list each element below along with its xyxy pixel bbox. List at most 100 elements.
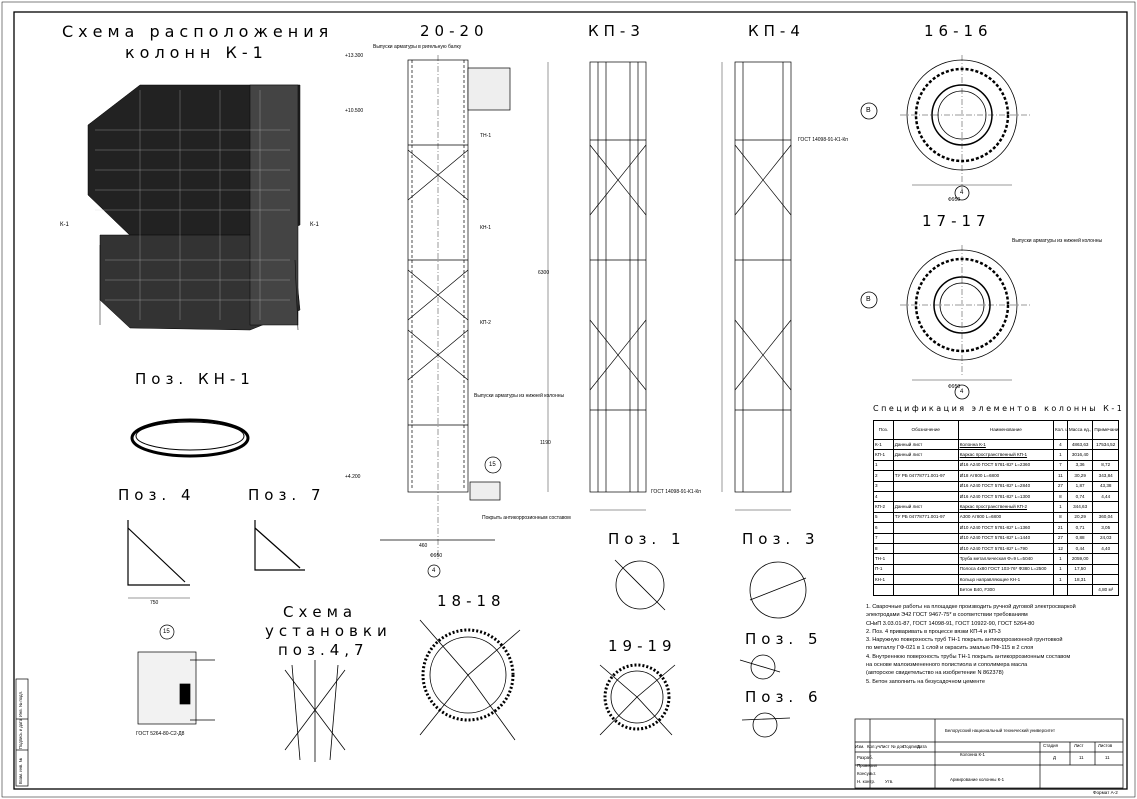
left-stamp-sidebar: Инв. № подл. Подпись и дата Взам. инв. №	[16, 679, 28, 786]
note-line: по металлу ГФ-021 в 1 слой и окрасить эм…	[866, 645, 1034, 652]
format-label: Формат А-2	[1093, 790, 1118, 795]
spec-cell: 17,50	[1066, 563, 1094, 576]
spec-cell: Труба металлическая Ф=9 L=5040	[957, 553, 1054, 565]
spec-cell: Данный лист	[892, 438, 959, 451]
scheme-title-line2: колонн К-1	[125, 43, 268, 62]
spec-header-cell: Наименование	[957, 420, 1054, 440]
stamp-sheets: 11	[1105, 755, 1110, 760]
tn1-label: ТН-1	[480, 133, 492, 139]
note-line: 1. Сварочные работы на площадке производ…	[866, 604, 1076, 610]
spec-cell	[1092, 449, 1119, 461]
spec-cell: 0,74	[1066, 490, 1094, 503]
spec-cell: Ø16 А240 ГОСТ 5781-82* L=1300	[957, 490, 1054, 503]
spec-cell	[1052, 584, 1068, 596]
pos5-title: Поз. 5	[745, 630, 823, 648]
spec-cell: КН-1	[873, 574, 894, 586]
dim-460: 460	[419, 543, 428, 549]
spec-cell: Ø10 А240 ГОСТ 5781-82* L=1440	[957, 532, 1054, 544]
spec-cell: Ø16 А240 ГОСТ 5781-82* L=2840	[957, 480, 1054, 492]
dim-950-a: Ф950	[948, 197, 961, 203]
spec-cell	[1066, 584, 1094, 596]
note-line: СНиП 3.03.01-87, ГОСТ 14098-91, ГОСТ 109…	[866, 620, 1035, 627]
k1-left-label: К-1	[60, 222, 69, 228]
spec-cell: 3016,40	[1066, 449, 1094, 461]
kp4-title: КП-4	[748, 22, 805, 40]
kp2-label: КП-2	[480, 320, 491, 326]
spec-cell: 1	[873, 459, 894, 472]
gost-kp3: ГОСТ 14098-91-К1-Кп	[651, 489, 701, 495]
spec-cell	[892, 574, 959, 586]
node-15-label-b: 15	[163, 629, 170, 635]
note-line: электродами Э42 ГОСТ 9467-75* в соответс…	[866, 612, 1028, 619]
inner-frame	[13, 11, 1128, 790]
spec-cell: 4,80 м³	[1092, 584, 1119, 596]
dim-950-b: Ф950	[948, 384, 961, 390]
note-line: 3. Наружную поверхность труб ТН-1 покрыт…	[866, 637, 1063, 644]
spec-header-cell: Масса ед., кг	[1066, 420, 1094, 440]
spec-cell: 3,36	[1066, 459, 1094, 472]
spec-cell: Ø10 А240 ГОСТ 5781-82* L=1360	[957, 522, 1054, 534]
stamp-role-1: Разраб.	[857, 755, 873, 760]
column-3d-wireframe	[87, 84, 301, 331]
spec-cell: 343,84	[1092, 470, 1119, 482]
k1-right-label: К-1	[310, 222, 319, 228]
elev-mid: +10.500	[345, 108, 364, 114]
spec-cell	[892, 553, 959, 565]
spec-cell	[892, 563, 959, 576]
spec-title: Спецификация элементов колонны К-1	[873, 404, 1125, 413]
note-line: (авторское свидетельство на изобретение …	[866, 670, 1004, 677]
spec-cell: 11	[1052, 470, 1068, 482]
spec-cell: Каркас пространственный КП-2	[957, 501, 1054, 513]
install-scheme-bars	[284, 660, 346, 762]
spec-cell: Ø10 А240 ГОСТ 5781-82* L=790	[957, 542, 1054, 555]
spec-header-cell: Примечание	[1092, 420, 1119, 440]
stamp-drawing: Армирование колонны К-1	[950, 777, 1005, 782]
spec-cell: 3,05	[1092, 522, 1119, 534]
spec-cell: 4	[873, 490, 894, 503]
title-block: Белорусский национальный технический уни…	[855, 719, 1123, 788]
scheme-title-line1: Схема расположения	[62, 22, 334, 41]
kp3-title: КП-3	[588, 22, 645, 40]
spec-cell: 1	[1052, 574, 1068, 586]
spec-table: Поз. Обозначение Наименование Кол. шт. М…	[873, 420, 1119, 596]
stamp-grid	[854, 718, 1124, 789]
pos-7-bracket	[254, 520, 305, 571]
spec-cell: КП-2	[873, 501, 894, 513]
spec-cell: 344,63	[1066, 501, 1094, 513]
spec-cell: 1	[1052, 553, 1068, 565]
spec-cell: ТУ РБ 04778771.001-97	[892, 470, 959, 482]
spec-header-cell: Обозначение	[892, 420, 959, 440]
spec-cell	[1092, 563, 1119, 576]
spec-cell: 12	[1052, 542, 1068, 555]
sidebar-vzam-inv: Взам. инв. №	[18, 758, 23, 784]
elev-low: +4.200	[345, 474, 361, 480]
spec-cell: 0,88	[1066, 532, 1094, 544]
spec-cell: 1	[1052, 501, 1068, 513]
note-line: на основе малоизмененного полистиола и с…	[866, 662, 1028, 669]
pos3-title: Поз. 3	[742, 530, 820, 548]
spec-cell: 3	[873, 480, 894, 492]
node-15-label-a: 15	[489, 462, 496, 468]
gost-node: ГОСТ 5264-80-С2-Д8	[136, 731, 185, 737]
cover-note: Покрыть антикоррозионным составом	[482, 515, 571, 521]
spec-cell	[892, 532, 959, 544]
spec-cell: Полоса 4х80 ГОСТ 103-76* Ф380 L=2500	[957, 563, 1054, 576]
stamp-role-4: Н. контр.	[857, 779, 876, 784]
stamp-role-2: Проверил	[857, 763, 878, 768]
stamp-col-izm: Изм.	[855, 744, 865, 749]
spec-cell: 27	[1052, 480, 1068, 492]
spec-cell: 2	[873, 470, 894, 482]
axis-b-label-1: В	[866, 107, 871, 114]
spec-cell: 4,40	[1092, 542, 1119, 555]
stamp-sheet-header: Лист	[1074, 743, 1084, 748]
spec-cell: 7	[1052, 459, 1068, 472]
outlet-top-note: Выпуски арматуры в ригельную балку	[373, 44, 462, 50]
